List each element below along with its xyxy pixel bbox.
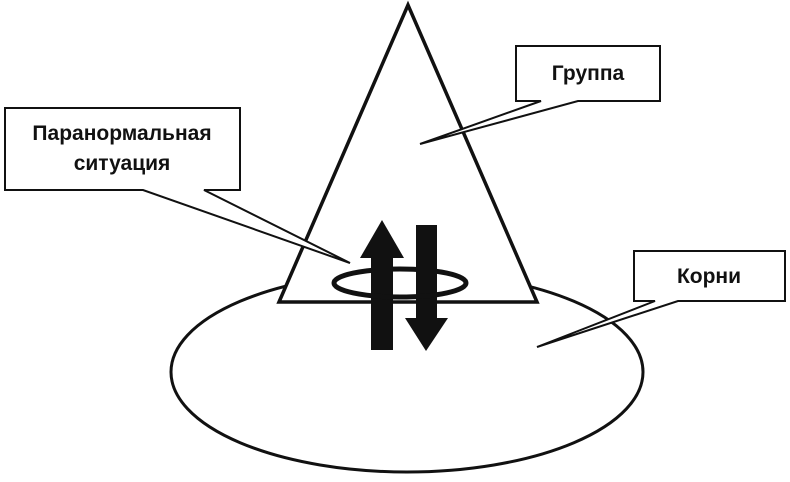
callout-group-label: Группа [552,62,625,85]
callout-group: Группа [419,45,661,145]
callout-paranormal-shape [4,107,351,264]
rotation-ring-front [331,282,469,300]
group-triangle [276,0,540,304]
callout-paranormal-situation: Паранормальная ситуация [4,107,351,264]
callout-paranormal-line1: Паранормальная [32,122,211,145]
rotation-ring-back [331,266,469,284]
callout-roots: Корни [536,250,786,348]
callout-group-shape [419,45,661,145]
callout-roots-label: Корни [677,265,741,288]
callout-roots-shape [536,250,786,348]
callout-paranormal-line2: ситуация [74,152,171,175]
up-arrow-icon [360,220,404,350]
